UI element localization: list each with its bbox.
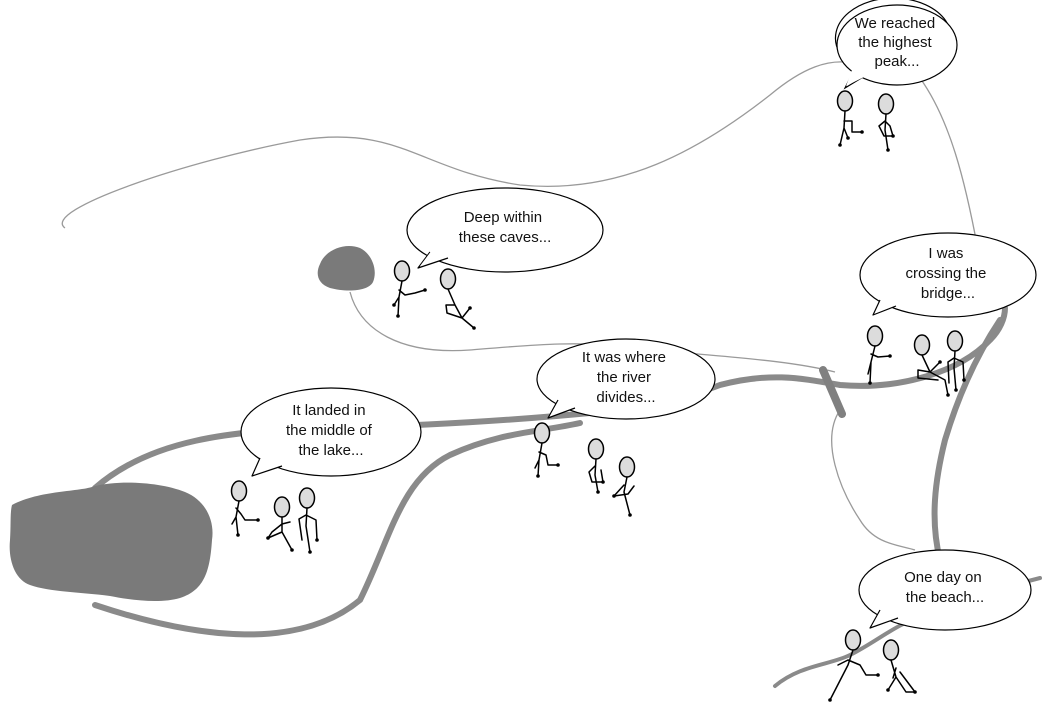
bubble-river-line-1: It was where bbox=[582, 349, 666, 366]
figures-caves bbox=[392, 260, 476, 330]
bubble-beach-line-2: the beach... bbox=[906, 589, 984, 606]
bubble-beach-line-1: One day on bbox=[904, 569, 982, 586]
bubble-river-line-3: divides... bbox=[596, 389, 655, 406]
stick-figure bbox=[877, 93, 895, 152]
bubble-river-line-2: the river bbox=[597, 369, 651, 386]
bubble-peak-line-3: peak... bbox=[874, 53, 919, 70]
cave-trail bbox=[349, 291, 836, 373]
bubble-peak: We reached the highest peak... bbox=[834, 0, 958, 90]
stick-figure bbox=[828, 629, 880, 702]
stick-figure bbox=[866, 325, 892, 385]
stick-figure bbox=[587, 438, 605, 494]
svg-text:Deep within these caves.: Deep within these caves... bbox=[459, 209, 552, 246]
svg-text:I was crossing the: I was crossing the bridge... bbox=[905, 245, 990, 302]
figures-beach bbox=[828, 629, 917, 702]
mountain-trail bbox=[61, 61, 861, 229]
svg-text:It was where the river: It was where the river divides... bbox=[582, 349, 670, 406]
stick-figure bbox=[533, 422, 560, 478]
svg-text:One day on the beach...: One day on the beach... bbox=[904, 569, 986, 606]
cave-rock bbox=[317, 245, 375, 291]
stick-figure bbox=[882, 639, 917, 694]
river-lower-branch bbox=[92, 420, 583, 638]
bubble-lake-line-1: It landed in bbox=[292, 402, 365, 419]
bubble-peak-line-2: the highest bbox=[858, 34, 932, 51]
river-east-branch bbox=[931, 317, 1003, 563]
stick-figure bbox=[913, 334, 950, 397]
stick-figure bbox=[266, 496, 294, 552]
bubble-bridge-line-2: crossing the bbox=[905, 265, 986, 282]
beach-trail bbox=[831, 409, 916, 551]
bubble-bridge-line-1: I was bbox=[928, 245, 963, 262]
bubble-caves-line-1: Deep within bbox=[464, 209, 542, 226]
bubble-caves-line-2: these caves... bbox=[459, 229, 552, 246]
bubble-bridge: I was crossing the bridge... bbox=[859, 232, 1037, 318]
bubble-lake-line-3: the lake... bbox=[298, 442, 363, 459]
lake bbox=[9, 482, 213, 602]
bubble-lake-line-2: the middle of bbox=[286, 422, 373, 439]
stick-figure bbox=[392, 260, 427, 318]
bubble-river: It was where the river divides... bbox=[536, 338, 716, 420]
stick-figure bbox=[836, 90, 864, 147]
figures-bridge bbox=[866, 325, 966, 397]
stick-figure bbox=[946, 330, 966, 392]
stick-figure bbox=[612, 456, 636, 517]
bubble-lake: It landed in the middle of the lake... bbox=[240, 387, 422, 477]
bubble-beach: One day on the beach... bbox=[858, 549, 1032, 631]
bubble-peak-line-1: We reached bbox=[855, 15, 936, 32]
bubble-bridge-line-3: bridge... bbox=[921, 285, 975, 302]
bubble-caves: Deep within these caves... bbox=[406, 187, 604, 273]
figures-river bbox=[533, 422, 636, 517]
peak-descent-trail bbox=[919, 77, 979, 251]
figures-peak bbox=[836, 90, 895, 152]
figures-lake bbox=[230, 480, 319, 554]
stick-figure bbox=[230, 480, 260, 537]
trails bbox=[61, 61, 979, 551]
stick-figure bbox=[298, 487, 319, 554]
svg-text:It landed in the middle: It landed in the middle of the lake... bbox=[286, 402, 376, 459]
stick-figure bbox=[439, 268, 476, 330]
svg-text:We reached the highest: We reached the highest peak... bbox=[855, 15, 940, 70]
bridge bbox=[819, 366, 846, 418]
